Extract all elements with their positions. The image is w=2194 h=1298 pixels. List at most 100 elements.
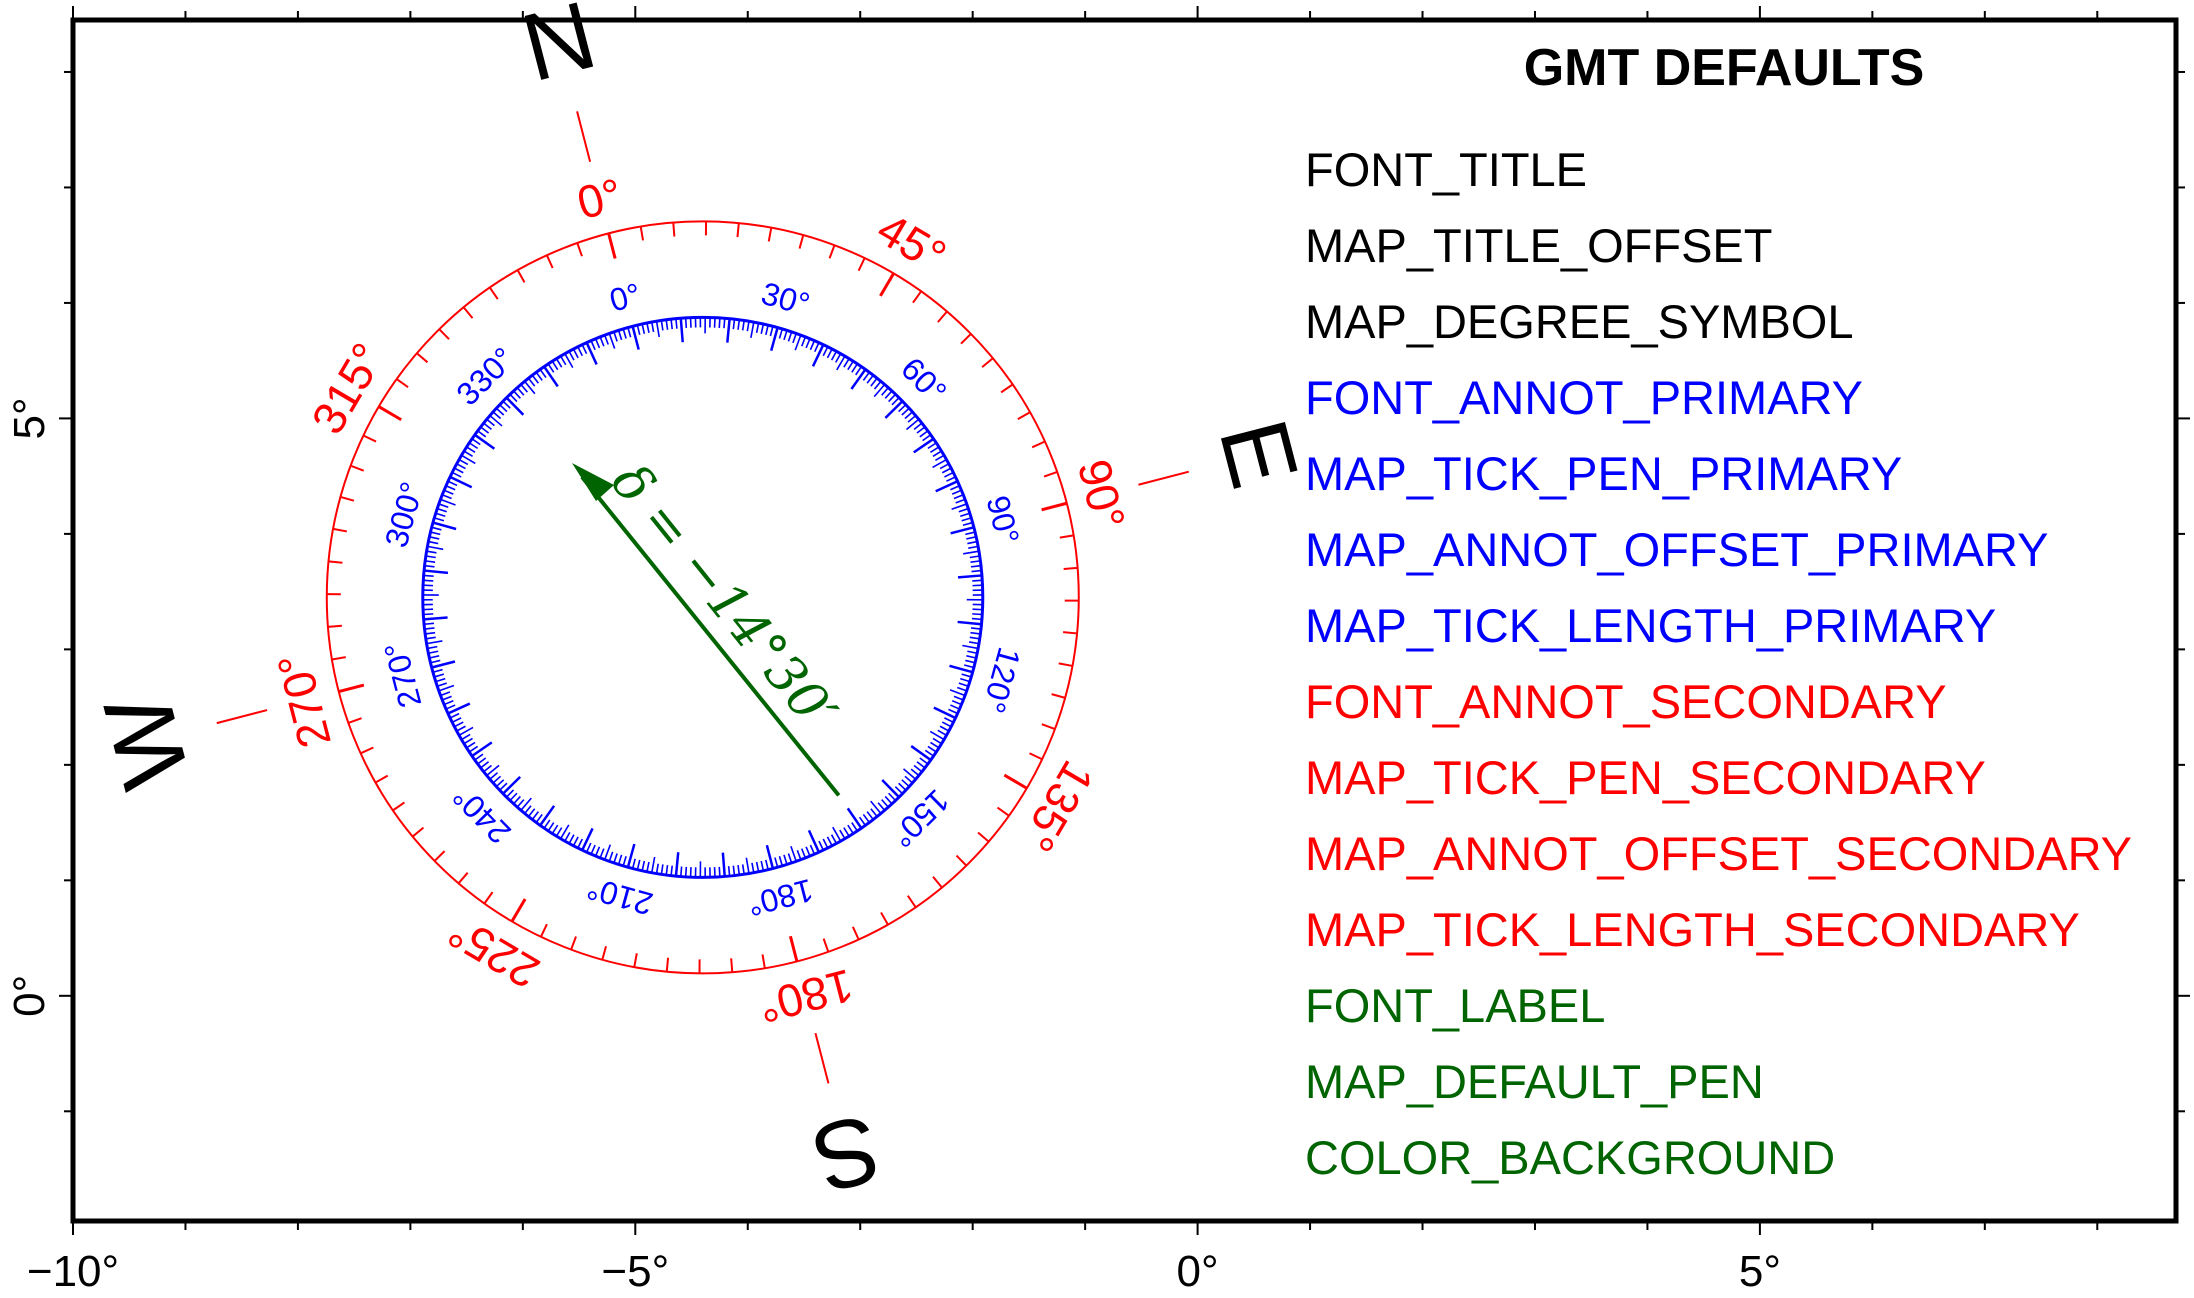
secondary-tick [438,328,450,340]
primary-tick [968,641,980,645]
primary-tick [843,358,850,368]
secondary-tick [601,945,607,960]
primary-tick [888,792,897,802]
primary-tick [505,789,515,798]
primary-tick [965,659,976,664]
primary-tick [941,721,952,728]
secondary-tick [360,746,374,755]
primary-tick [968,545,979,549]
primary-tick [807,829,821,853]
secondary-tick [1031,440,1046,449]
primary-tick [741,864,745,875]
declination-arrowhead [572,463,614,501]
primary-tick [870,808,878,818]
primary-tick [919,757,929,765]
primary-tick [636,859,641,870]
primary-tick [425,631,436,635]
primary-tick [458,458,469,466]
primary-tick [458,726,474,736]
primary-tick [477,757,487,765]
primary-tick [631,858,636,869]
primary-tick [555,827,563,837]
primary-tick [951,489,962,495]
primary-tick [851,822,858,832]
primary-tick [423,574,434,578]
primary-tick [957,620,982,626]
primary-tick [727,866,731,877]
primary-tick [520,383,529,393]
secondary-tick [412,826,425,838]
primary-tick [826,348,833,359]
primary-tick [939,463,950,470]
primary-tick [426,640,443,645]
primary-tick [590,844,596,855]
primary-tick [907,414,917,423]
gmt-defaults-legend: GMT DEFAULTS FONT_TITLEMAP_TITLE_OFFSETM… [1305,39,2132,1184]
primary-tick [434,517,445,522]
primary-tick [901,779,910,788]
secondary-tick [851,926,860,940]
primary-tick [461,454,476,465]
primary-tick [862,813,870,823]
primary-tick [547,363,555,373]
secondary-tick [607,233,617,259]
primary-tick [873,383,886,398]
primary-tick [461,733,471,741]
primary-tick [430,659,441,664]
primary-tick [436,682,447,688]
primary-tick [904,411,914,420]
primary-tick [636,324,641,336]
primary-tick [884,390,893,399]
axis-ticks [59,6,2190,1235]
primary-tick [858,816,867,826]
primary-tick [456,463,466,470]
legend-item: MAP_ANNOT_OFFSET_SECONDARY [1305,827,2132,880]
primary-tick [594,846,601,857]
x-axis-label: −5° [601,1247,669,1296]
primary-tick [424,627,435,630]
x-axis-label: 0° [1177,1247,1219,1296]
primary-tick [539,368,547,379]
primary-tick [441,494,452,500]
primary-tick [516,387,525,396]
declination-shaft [580,475,841,797]
primary-tick [843,827,850,837]
primary-tick [438,503,449,509]
primary-tick [559,824,570,840]
secondary-tick [880,911,889,926]
secondary-tick [483,891,494,905]
secondary-tick [350,464,365,472]
primary-tick [559,355,567,366]
primary-tick [495,779,505,788]
primary-tick [901,407,910,416]
primary-tick [502,775,522,795]
primary-tick [513,795,521,805]
primary-tick [760,860,765,871]
secondary-tick [1063,566,1078,570]
primary-tick [426,550,437,554]
primary-tick [551,360,559,371]
primary-tick [944,717,954,724]
secondary-tick [510,898,527,923]
primary-tick [684,866,688,877]
primary-tick [451,471,462,478]
primary-tick [474,433,496,450]
legend-item: MAP_TICK_PEN_SECONDARY [1305,751,1986,804]
secondary-tick [1051,693,1066,699]
secondary-tick [955,854,968,867]
primary-tick [949,689,966,697]
secondary-tick [1029,752,1043,761]
primary-tick [873,380,882,390]
secondary-tick [960,333,972,345]
secondary-tick [788,935,799,962]
primary-tick [489,772,498,780]
primary-tick [670,319,674,330]
primary-tick [765,859,769,870]
primary-tick [965,531,976,536]
primary-tick [641,860,646,871]
primary-tick [932,737,942,745]
legend-item: FONT_ANNOT_SECONDARY [1305,675,1947,728]
primary-tick [950,485,960,491]
primary-tick [680,866,683,877]
